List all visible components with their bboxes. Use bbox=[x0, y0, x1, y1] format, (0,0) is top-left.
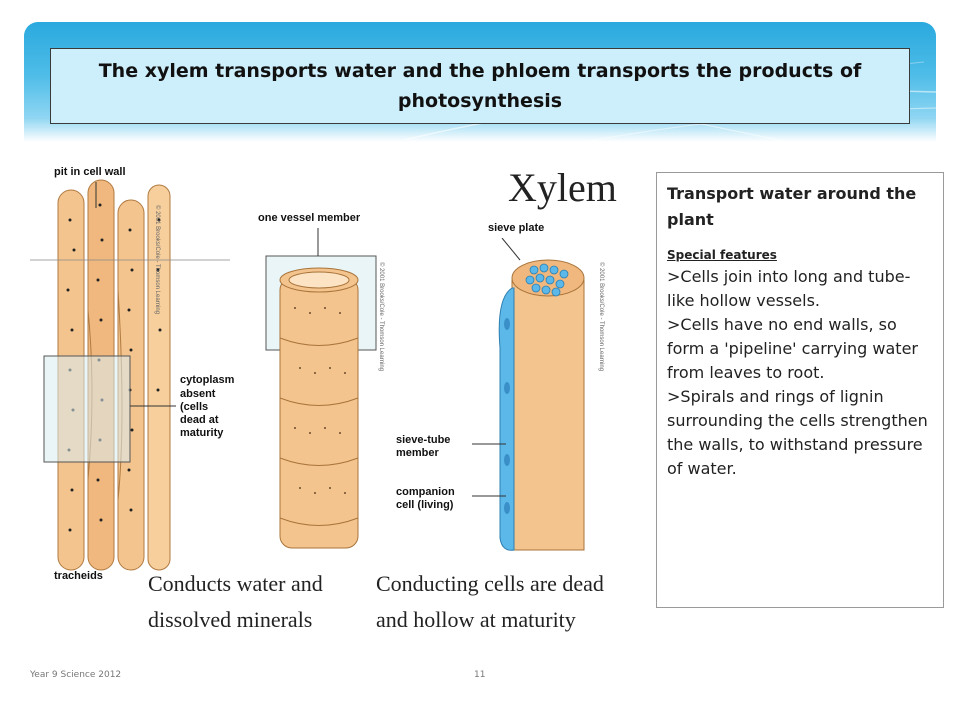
label-sieve-plate: sieve plate bbox=[488, 222, 545, 234]
label-pit-in-cell-wall: pit in cell wall bbox=[54, 166, 126, 178]
info-point-1: >Cells join into long and tube-like holl… bbox=[667, 267, 911, 310]
info-box: Transport water around the plant Special… bbox=[656, 172, 944, 608]
page-number: 11 bbox=[474, 670, 486, 680]
info-heading: Transport water around the plant bbox=[667, 184, 917, 229]
info-subheading: Special features bbox=[667, 248, 777, 262]
label-companion-cell: companion cell (living) bbox=[396, 486, 455, 511]
slide-title: The xylem transports water and the phloe… bbox=[98, 60, 862, 112]
caption-conducts-water: Conducts water and dissolved minerals bbox=[148, 571, 323, 632]
copyright-notice-3: © 2001 Brooks/Cole - Thomson Learning bbox=[598, 262, 604, 372]
label-tracheids: tracheids bbox=[54, 570, 103, 582]
copyright-notice-2: © 2001 Brooks/Cole - Thomson Learning bbox=[378, 262, 384, 372]
info-point-2: >Cells have no end walls, so form a 'pip… bbox=[667, 315, 918, 382]
xylem-heading: Xylem bbox=[508, 165, 617, 210]
copyright-notice-1: © 2001 Brooks/Cole - Thomson Learning bbox=[154, 205, 160, 315]
caption-conducting-cells: Conducting cells are dead and hollow at … bbox=[376, 571, 604, 632]
footer-text: Year 9 Science 2012 bbox=[30, 670, 122, 680]
sieve-tube-diagram bbox=[472, 238, 585, 551]
info-point-3: >Spirals and rings of lignin surrounding… bbox=[667, 387, 928, 478]
label-sieve-tube-member: sieve-tube member bbox=[396, 434, 451, 459]
title-box: The xylem transports water and the phloe… bbox=[50, 48, 910, 124]
tracheid-diagram bbox=[30, 179, 230, 571]
label-absent-cells: absent (cells dead at maturity bbox=[180, 388, 224, 439]
vessel-member-diagram bbox=[265, 228, 377, 549]
label-cytoplasm: cytoplasm bbox=[180, 374, 235, 386]
label-one-vessel-member: one vessel member bbox=[258, 212, 361, 224]
